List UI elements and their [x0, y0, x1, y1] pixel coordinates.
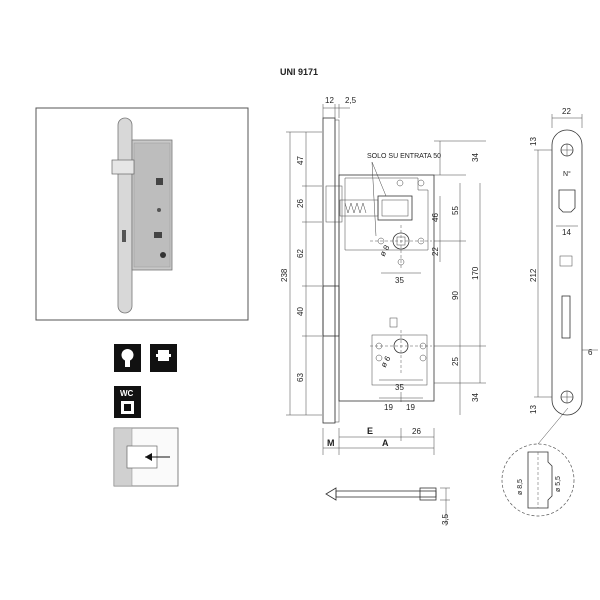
bottom-dimensions [322, 428, 435, 455]
dim-25: 25 [451, 357, 460, 366]
dim-212: 212 [529, 268, 538, 282]
dim-6-side: 6 [588, 348, 593, 357]
installation-diagram [113, 427, 179, 487]
solo-su-entrata-label: SOLO SU ENTRATA 50 [367, 153, 441, 160]
dim-label-a: A [382, 438, 389, 448]
dim-2-5: 2,5 [345, 96, 357, 105]
dim-35-upper: 35 [395, 276, 404, 285]
side-faceplate-view [534, 114, 598, 416]
wc-label: WC [120, 389, 134, 398]
dim-22: 22 [431, 247, 440, 256]
dimension-lines-left [286, 104, 350, 416]
drawing-title: UNI 9171 [280, 67, 318, 77]
dim-13-bottom: 13 [529, 405, 538, 414]
dim-47: 47 [296, 156, 305, 165]
dimension-lines-right [434, 140, 486, 415]
dim-dia-8-5: ø 8,5 [517, 479, 524, 495]
dim-22-side: 22 [562, 107, 571, 116]
number-mark: N° [563, 170, 571, 178]
dim-55: 55 [451, 206, 460, 215]
dim-dia-6: ø 6 [379, 354, 393, 369]
dim-63: 63 [296, 373, 305, 382]
dim-12: 12 [325, 96, 334, 105]
dim-14: 14 [562, 228, 571, 237]
dim-170: 170 [471, 266, 480, 280]
dim-dia-5-5: ø 5,5 [555, 476, 562, 492]
detail-circle [501, 407, 575, 517]
dim-dia-8: ø 8 [378, 243, 392, 258]
dim-label-e: E [367, 426, 373, 436]
key-profile-icon [114, 344, 141, 372]
dim-26-bottom: 26 [412, 427, 421, 436]
dim-3-5: 3,5 [441, 513, 450, 525]
cylinder-profile-icon [150, 344, 177, 372]
dim-34-bottom: 34 [471, 393, 480, 402]
dim-46: 46 [431, 213, 440, 222]
dim-40: 40 [296, 307, 305, 316]
product-photo [35, 107, 249, 321]
dim-19-left: 19 [384, 403, 393, 412]
dim-13-top: 13 [529, 137, 538, 146]
dim-19-right: 19 [406, 403, 415, 412]
wc-icon: WC [114, 386, 141, 418]
dim-label-m: M [327, 438, 335, 448]
dim-34-top: 34 [471, 153, 480, 162]
dim-26: 26 [296, 199, 305, 208]
spindle-pin [325, 487, 450, 526]
dim-90: 90 [451, 291, 460, 300]
dim-238: 238 [280, 268, 289, 282]
front-view [322, 117, 435, 424]
dim-62: 62 [296, 249, 305, 258]
dim-35-lower: 35 [395, 383, 404, 392]
